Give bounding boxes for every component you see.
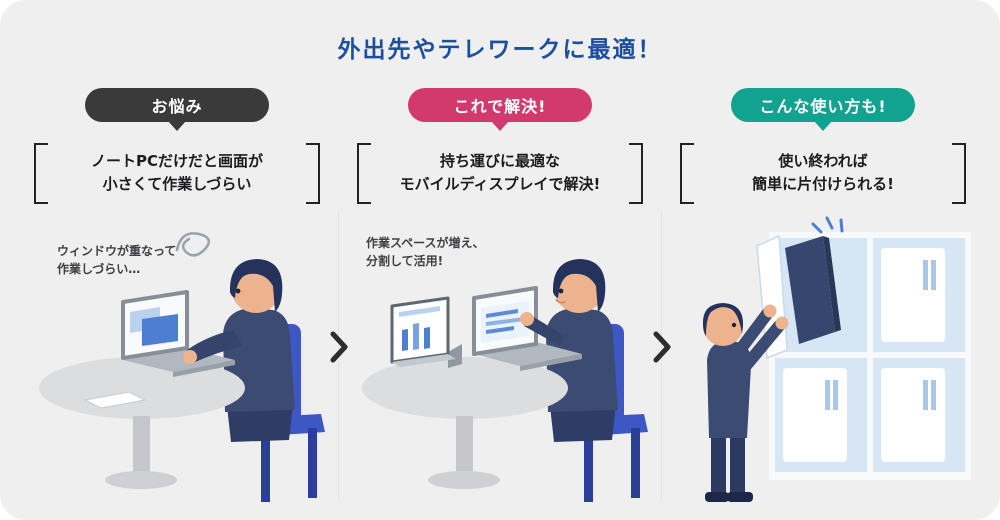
frustration-scribble-icon bbox=[175, 231, 211, 257]
note-problem: ウィンドウが重なって 作業しづらい… bbox=[57, 243, 177, 277]
chevron-right-icon bbox=[330, 331, 348, 363]
caption-solution: 持ち運びに最適な モバイルディスプレイで解決! bbox=[357, 143, 643, 204]
laptop bbox=[121, 289, 235, 377]
chevron-right-icon bbox=[653, 331, 671, 363]
badge-solution-label: これで解決! bbox=[453, 97, 547, 116]
badge-problem-pointer-icon bbox=[168, 121, 186, 131]
page-title: 外出先やテレワークに最適！ bbox=[337, 37, 663, 63]
mobile-display bbox=[390, 296, 462, 368]
round-table bbox=[39, 356, 245, 489]
scene-usage bbox=[673, 212, 973, 514]
left-bracket-icon bbox=[680, 143, 694, 204]
badge-usage-label: こんな使い方も! bbox=[759, 97, 887, 116]
scene-solution: 作業スペースが増え、 分割して活用! bbox=[350, 212, 650, 514]
column-usage: こんな使い方も! 使い終われば 簡単に片付けられる! bbox=[673, 88, 973, 514]
columns-row: お悩み ノートPCだけだと画面が 小さくて作業しづらい ウィンドウが重なって 作… bbox=[0, 88, 1000, 514]
illustration-laptop-with-mobile-display-icon bbox=[362, 258, 648, 502]
motion-lines-icon bbox=[811, 216, 844, 233]
typing-arm bbox=[183, 329, 243, 364]
column-solution: これで解決! 持ち運びに最適な モバイルディスプレイで解決! 作業スペースが増え… bbox=[350, 88, 650, 514]
badge-usage-pointer-icon bbox=[814, 121, 832, 131]
badge-problem-label: お悩み bbox=[151, 97, 203, 116]
caption-problem: ノートPCだけだと画面が 小さくて作業しづらい bbox=[34, 143, 320, 204]
scene-problem: ウィンドウが重なって 作業しづらい… bbox=[27, 212, 327, 514]
person-sitting bbox=[223, 258, 295, 442]
illustration-cramped-laptop-icon bbox=[39, 231, 325, 502]
badge-usage: こんな使い方も! bbox=[731, 88, 915, 122]
caption-usage: 使い終われば 簡単に片付けられる! bbox=[680, 143, 966, 204]
badge-solution: これで解決! bbox=[408, 88, 592, 122]
badge-problem: お悩み bbox=[85, 88, 269, 122]
person-standing bbox=[702, 302, 789, 502]
paper bbox=[83, 390, 147, 409]
caption-solution-text: 持ち運びに最適な モバイルディスプレイで解決! bbox=[399, 152, 601, 194]
note-solution: 作業スペースが増え、 分割して活用! bbox=[366, 235, 485, 269]
left-bracket-icon bbox=[357, 143, 371, 204]
right-bracket-icon bbox=[629, 143, 643, 204]
caption-problem-text: ノートPCだけだと画面が 小さくて作業しづらい bbox=[90, 152, 263, 194]
right-bracket-icon bbox=[306, 143, 320, 204]
left-bracket-icon bbox=[34, 143, 48, 204]
right-bracket-icon bbox=[952, 143, 966, 204]
illustration-storing-display-icon bbox=[702, 216, 971, 502]
raised-arm bbox=[520, 311, 564, 346]
round-table bbox=[362, 356, 568, 489]
column-problem: お悩み ノートPCだけだと画面が 小さくて作業しづらい ウィンドウが重なって 作… bbox=[27, 88, 327, 514]
badge-solution-pointer-icon bbox=[491, 121, 509, 131]
laptop bbox=[472, 285, 582, 371]
caption-usage-text: 使い終われば 簡単に片付けられる! bbox=[752, 152, 894, 194]
